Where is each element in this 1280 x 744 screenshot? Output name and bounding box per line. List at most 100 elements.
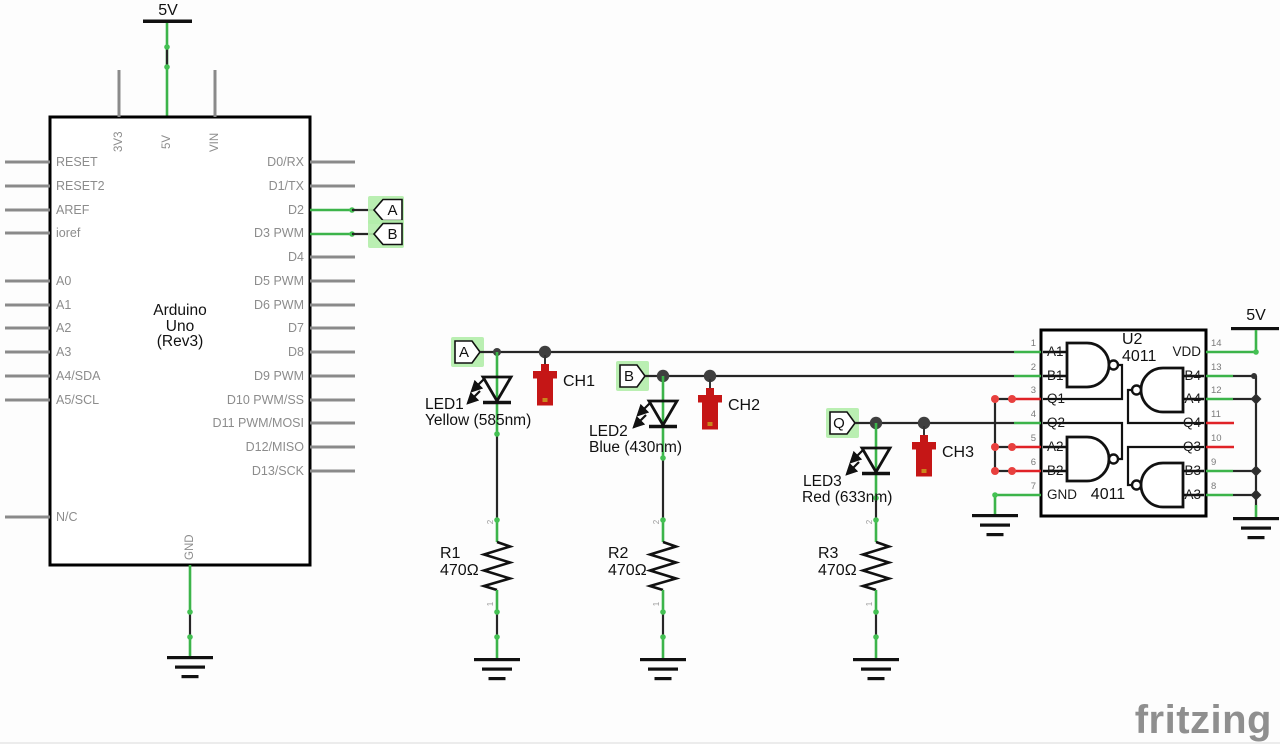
- power-5v-symbol-left[interactable]: [143, 19, 192, 118]
- r2-ref: R2: [608, 545, 629, 562]
- r1-value: 470Ω: [440, 562, 479, 579]
- net-flag-q[interactable]: [826, 408, 859, 438]
- r3-value: 470Ω: [818, 562, 857, 579]
- arduino-pin-a0: A0: [56, 274, 72, 288]
- wire-q1-feedback[interactable]: [991, 395, 1016, 475]
- arduino-pin-a4-sda: A4/SDA: [56, 369, 101, 383]
- r3-pin1-mark: 1: [865, 601, 874, 607]
- arduino-uno-symbol[interactable]: [5, 70, 355, 567]
- power-5v-right-label: 5V: [1246, 307, 1266, 324]
- ic-pin-10-number: 10: [1211, 433, 1222, 444]
- arduino-pin-d13: D13/SCK: [251, 464, 304, 478]
- arduino-pin-3v3: 3V3: [113, 131, 125, 152]
- arduino-pin-a3: A3: [56, 345, 72, 359]
- ic-part-bottom: 4011: [1090, 486, 1126, 503]
- net-flag-a[interactable]: [451, 337, 484, 367]
- arduino-title: Arduino Uno (Rev3): [100, 303, 260, 350]
- arduino-pin-a5-scl: A5/SCL: [56, 393, 100, 407]
- wire-right-tie-bus[interactable]: [1233, 373, 1262, 517]
- ground-symbol-led2[interactable]: [640, 658, 686, 681]
- ic-pin-a3: A3: [1184, 487, 1201, 502]
- net-label-b-arduino: B: [387, 226, 398, 243]
- resistor-r3-symbol[interactable]: [858, 540, 894, 658]
- power-5v-left-label: 5V: [158, 2, 178, 19]
- probe-ch2-label: CH2: [728, 397, 761, 414]
- led3-desc: Red (633nm): [802, 489, 893, 506]
- ic-pin-8-number: 8: [1211, 481, 1217, 492]
- arduino-pin-d1: D1/TX: [268, 179, 304, 193]
- ic-pin-b1: B1: [1047, 368, 1064, 383]
- net-flag-b[interactable]: [616, 361, 649, 391]
- led3-ref: LED3: [803, 473, 842, 490]
- ic-u2-symbol[interactable]: [1012, 328, 1234, 518]
- arduino-pin-d9: D9 PWM: [254, 369, 304, 383]
- r3-ref: R3: [818, 545, 839, 562]
- ic-pin-4-number: 4: [1030, 409, 1036, 420]
- ic-pin-9-number: 9: [1211, 457, 1217, 468]
- probe-ch1-label: CH1: [563, 373, 596, 390]
- wire-d2-to-a[interactable]: [310, 207, 374, 213]
- ic-pin-11-number: 11: [1211, 409, 1221, 420]
- arduino-pin-d12: D12/MISO: [245, 440, 304, 454]
- ic-pin-5-number: 5: [1030, 433, 1036, 444]
- ic-pin-q2: Q2: [1047, 415, 1066, 430]
- r2-pin1-mark: 1: [652, 601, 661, 607]
- probe-ch1[interactable]: [533, 345, 557, 406]
- arduino-right-pin-stubs: [310, 160, 355, 473]
- canvas-bottom-edge: [0, 742, 1280, 744]
- ic-pin-a2: A2: [1047, 439, 1064, 454]
- net-label-b: B: [623, 368, 634, 385]
- ground-symbol-led1[interactable]: [474, 658, 520, 681]
- power-5v-symbol-right[interactable]: [1206, 327, 1279, 355]
- ic-pin-gnd: GND: [1047, 487, 1077, 502]
- resistor-r1-symbol[interactable]: [479, 540, 515, 658]
- led1-desc: Yellow (585nm): [425, 412, 532, 429]
- ic-pin-3-number: 3: [1030, 385, 1036, 396]
- arduino-pin-reset: RESET: [56, 155, 98, 169]
- wire-ic-gnd[interactable]: [992, 492, 1041, 514]
- arduino-pin-a2: A2: [56, 321, 72, 335]
- arduino-pin-a1: A1: [56, 298, 72, 312]
- arduino-pin-d4: D4: [288, 250, 304, 264]
- arduino-pin-nc: N/C: [56, 510, 78, 524]
- probe-ch2[interactable]: [698, 369, 722, 430]
- ic-pin-b4: B4: [1184, 368, 1201, 383]
- arduino-pin-d3: D3 PWM: [254, 226, 304, 240]
- led1-ref: LED1: [425, 396, 464, 413]
- r2-pin2-mark: 2: [652, 519, 661, 525]
- arduino-title-line1: Arduino: [153, 302, 207, 319]
- ic-pin-6-number: 6: [1030, 457, 1036, 468]
- r1-pin1-mark: 1: [486, 601, 495, 607]
- led3-symbol[interactable]: [845, 416, 893, 542]
- probe-ch3[interactable]: [912, 416, 936, 477]
- led2-desc: Blue (430nm): [589, 439, 683, 456]
- probe-ch3-label: CH3: [942, 444, 975, 461]
- ground-symbol-ic[interactable]: [972, 514, 1018, 537]
- ground-symbol-right[interactable]: [1233, 517, 1279, 540]
- led1-symbol[interactable]: [466, 348, 514, 542]
- ic-pin-12-number: 12: [1211, 385, 1222, 396]
- net-flag-a-arduino[interactable]: [368, 196, 404, 224]
- ic-pin-q3: Q3: [1182, 439, 1201, 454]
- ground-symbol-led3[interactable]: [853, 658, 899, 681]
- arduino-pin-d8: D8: [288, 345, 304, 359]
- fritzing-logo: fritzing: [1134, 698, 1272, 742]
- led2-ref: LED2: [589, 423, 628, 440]
- wire-arduino-gnd[interactable]: [187, 565, 193, 656]
- arduino-pin-d7: D7: [288, 321, 304, 335]
- net-flag-b-arduino[interactable]: [368, 220, 404, 248]
- led2-symbol[interactable]: [632, 369, 680, 542]
- arduino-pin-d5: D5 PWM: [254, 274, 304, 288]
- resistor-r2-symbol[interactable]: [645, 540, 681, 658]
- r1-ref: R1: [440, 545, 461, 562]
- arduino-pin-gnd: GND: [184, 534, 196, 560]
- ic-pin-a1: A1: [1047, 344, 1064, 359]
- arduino-left-pin-stubs: [5, 160, 50, 519]
- ic-ref: U2: [1122, 331, 1143, 348]
- ground-symbol-arduino[interactable]: [167, 656, 213, 679]
- arduino-pin-vin: VIN: [209, 132, 221, 152]
- net-label-a-arduino: A: [387, 202, 398, 219]
- wire-d3-to-b[interactable]: [310, 231, 374, 237]
- arduino-pin-d10: D10 PWM/SS: [226, 393, 304, 407]
